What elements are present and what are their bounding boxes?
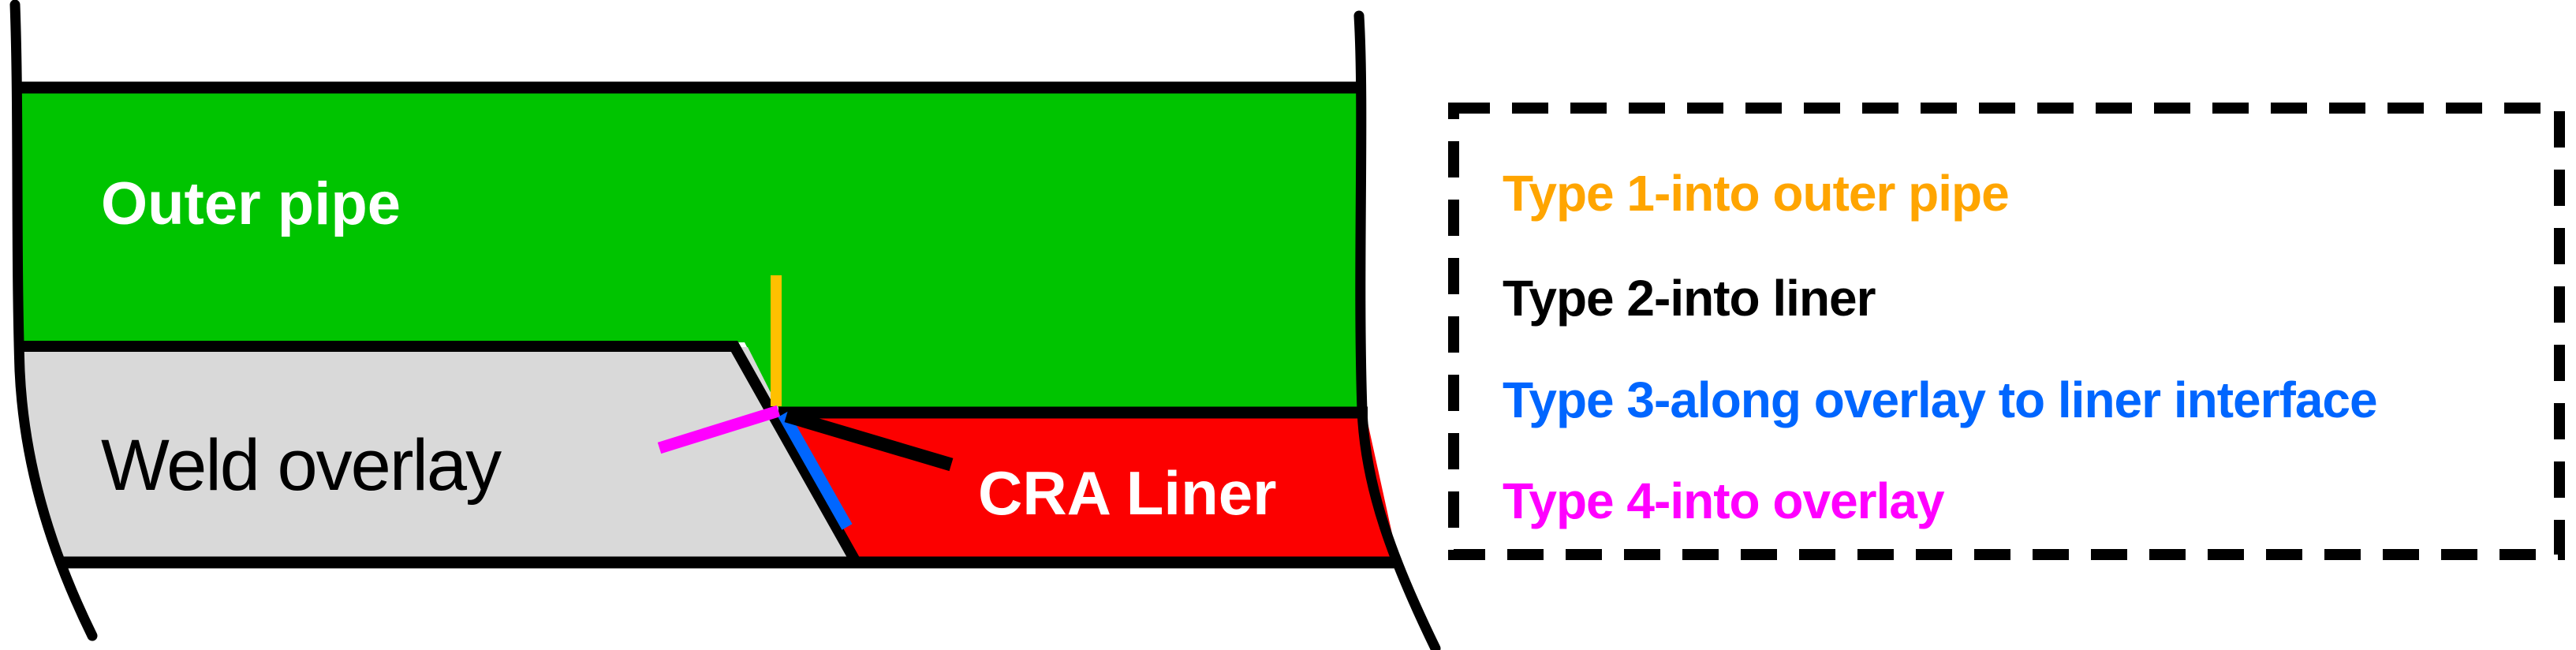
legend-item-type4: Type 4-into overlay bbox=[1503, 473, 1945, 529]
legend-item-type2: Type 2-into liner bbox=[1503, 270, 1876, 327]
weld-overlay-label: Weld overlay bbox=[101, 425, 502, 506]
legend-item-type3: Type 3-along overlay to liner interface bbox=[1503, 372, 2377, 428]
cra-liner-region bbox=[782, 412, 1398, 562]
cra-liner-label: CRA Liner bbox=[978, 458, 1276, 528]
overlay-top-and-slope-outline bbox=[17, 341, 862, 566]
crack-type3-along-interface-line bbox=[778, 411, 853, 530]
crack-type2-into-liner-line bbox=[784, 409, 954, 472]
right-pipe-break-curve bbox=[1353, 10, 1441, 650]
crack-type4-into-overlay-line bbox=[657, 405, 781, 454]
left-pipe-break-curve bbox=[9, 0, 98, 641]
legend-item-type1: Type 1-into outer pipe bbox=[1503, 165, 2009, 222]
outer-pipe-region bbox=[21, 83, 1364, 416]
legend-box bbox=[1448, 103, 2565, 560]
weld-overlay-region bbox=[19, 347, 857, 562]
outer-pipe-label: Outer pipe bbox=[101, 170, 401, 237]
